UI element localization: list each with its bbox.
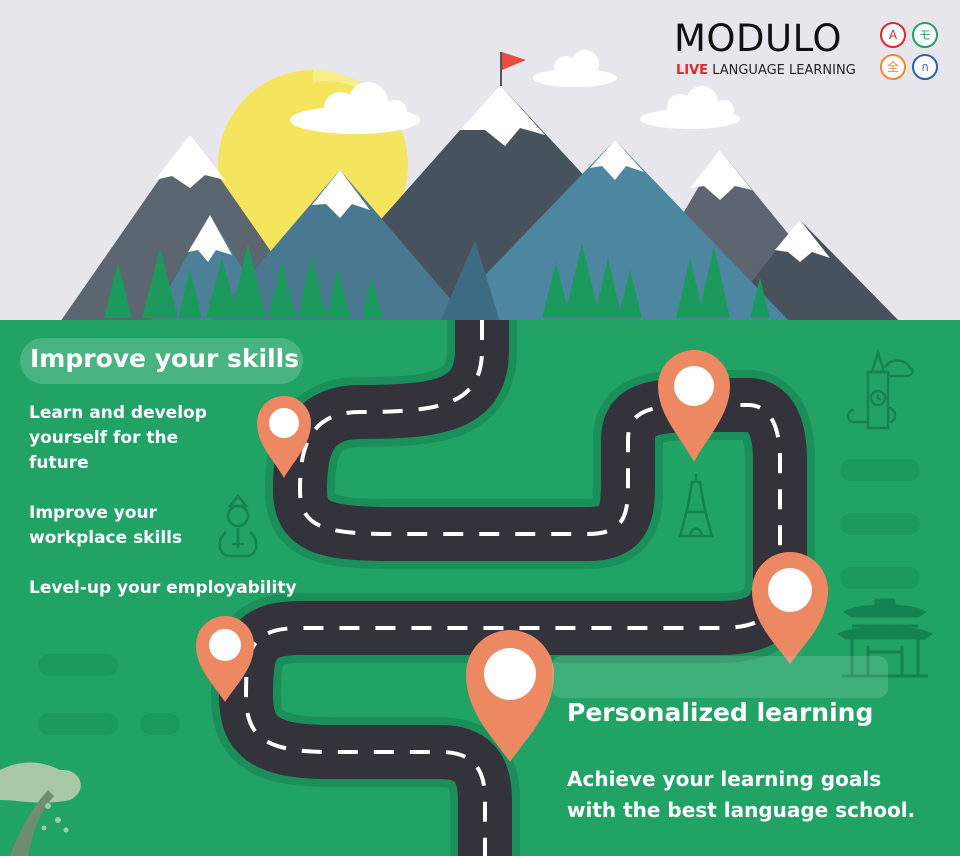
skills-title-pill bbox=[20, 338, 303, 384]
personalized-pill bbox=[552, 656, 888, 698]
brand-tag-rest: LANGUAGE LEARNING bbox=[708, 63, 856, 78]
personalized-text-line-1: Achieve your learning goals bbox=[567, 767, 882, 791]
cloud-icon bbox=[290, 82, 420, 134]
thai-dancer-icon bbox=[218, 493, 258, 558]
location-pin-icon bbox=[196, 616, 254, 702]
badge-ko: ก bbox=[912, 54, 938, 80]
badge-quan: 全 bbox=[880, 54, 906, 80]
pagoda-gate-icon bbox=[837, 598, 933, 678]
personalized-title: Personalized learning bbox=[567, 698, 874, 727]
bonsai-tree-icon bbox=[0, 762, 81, 856]
brand-tag-live: LIVE bbox=[676, 63, 709, 78]
badge-a: A bbox=[880, 22, 906, 48]
brand-name: MODULO bbox=[674, 17, 843, 60]
brand-tagline: LIVE LANGUAGE LEARNING bbox=[676, 63, 856, 78]
language-badges: A モ 全 ก bbox=[880, 22, 940, 82]
skills-title: Improve your skills bbox=[30, 344, 300, 373]
brand-logo: MODULO LIVE LANGUAGE LEARNING A モ 全 ก bbox=[674, 18, 946, 84]
location-pin-icon bbox=[466, 630, 554, 762]
badge-mo: モ bbox=[912, 22, 938, 48]
eiffel-tower-icon bbox=[678, 474, 714, 538]
flag-icon bbox=[500, 52, 526, 86]
decor-capsules bbox=[38, 459, 920, 735]
skill-item-2: Improve your workplace skills bbox=[29, 503, 183, 548]
skill-item-1: Learn and develop yourself for the futur… bbox=[29, 403, 207, 473]
skill-item-3: Level-up your employability bbox=[29, 578, 297, 598]
location-pin-icon bbox=[752, 552, 828, 664]
location-pin-icon bbox=[257, 396, 311, 478]
personalized-text: Achieve your learning goals with the bes… bbox=[567, 764, 957, 826]
trees bbox=[104, 244, 770, 318]
location-pin-icon bbox=[658, 350, 730, 462]
cloud-icon bbox=[533, 50, 617, 87]
personalized-text-line-2: with the best language school. bbox=[567, 798, 916, 822]
big-ben-icon bbox=[846, 347, 915, 430]
cloud-icon bbox=[640, 86, 740, 129]
